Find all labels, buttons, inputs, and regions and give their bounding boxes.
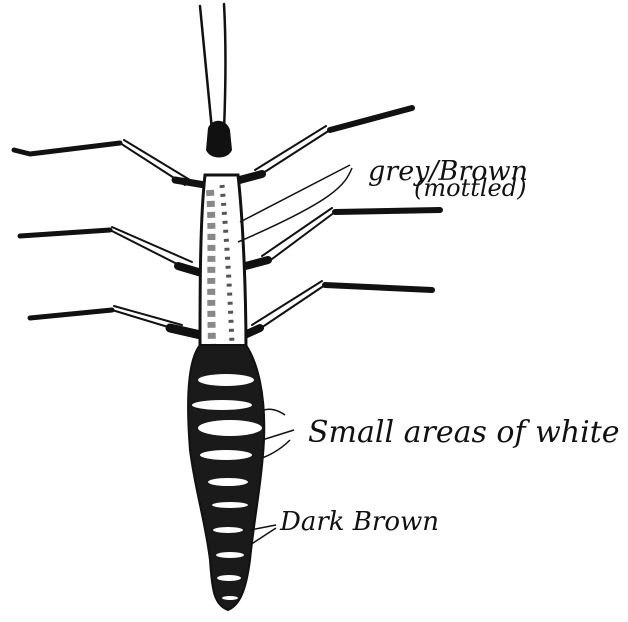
label-small-areas-white: Small areas of white (308, 415, 620, 450)
abdomen (188, 345, 264, 610)
label-mottled: (mottled) (414, 174, 526, 202)
label-dark-brown: Dark Brown (279, 507, 439, 537)
antennae (200, 4, 226, 130)
thorax (200, 175, 246, 350)
head (206, 121, 232, 158)
right-legs (232, 108, 440, 338)
left-legs (14, 140, 205, 336)
